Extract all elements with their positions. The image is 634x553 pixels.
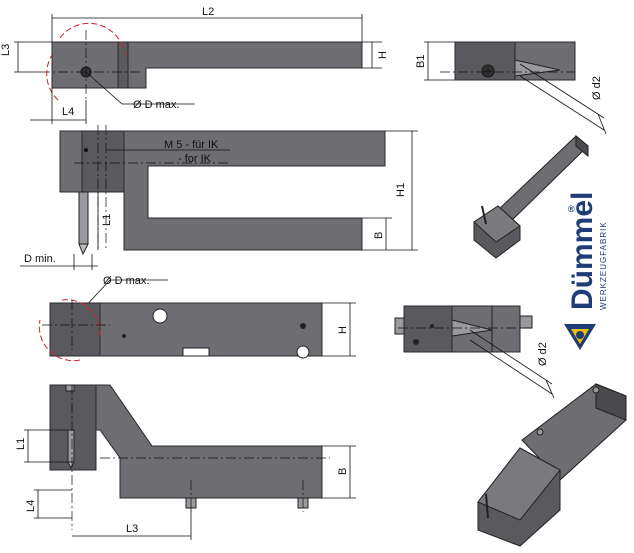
label-dmax-mid: Ø D max. xyxy=(103,275,149,287)
top-end-view: B1 Ø d2 xyxy=(415,41,607,135)
label-l2: L2 xyxy=(202,6,214,18)
lower-side-view: Ø D max. H xyxy=(38,275,356,362)
label-h1: H1 xyxy=(395,183,407,197)
label-d2-lower: Ø d2 xyxy=(537,342,549,366)
label-d2-top: Ø d2 xyxy=(591,76,603,100)
lower-end-view: Ø d2 xyxy=(394,305,555,399)
label-b-bot: B xyxy=(337,468,349,475)
iso-view-small xyxy=(473,134,589,259)
middle-front-view: M 5 - für IK - for IK H1 B L1 D min. xyxy=(20,125,418,270)
iso-view-large xyxy=(477,383,627,547)
bottom-front-view: L1 B L4 L3 xyxy=(15,384,356,540)
label-dmin: D min. xyxy=(24,253,56,265)
label-l3-bot: L3 xyxy=(126,523,138,535)
duemmel-logo: Dümmel ® WERKZEUGFABRIK xyxy=(564,192,608,350)
label-m5-ik: M 5 - für IK xyxy=(164,139,219,151)
brand-subtitle: WERKZEUGFABRIK xyxy=(599,221,608,310)
label-l4-top: L4 xyxy=(62,106,74,118)
label-l1-mid: L1 xyxy=(101,214,113,226)
label-for-ik: - for IK xyxy=(178,153,212,165)
label-l1-bot: L1 xyxy=(15,438,27,450)
top-side-view: L2 L3 H L4 Ø D max. xyxy=(0,6,389,124)
label-b-mid: B xyxy=(373,232,385,239)
label-l3-top: L3 xyxy=(0,44,12,56)
label-h-top: H xyxy=(377,51,389,59)
label-h-lower: H xyxy=(337,326,349,334)
label-l4-bot: L4 xyxy=(25,500,37,512)
brand-name: Dümmel xyxy=(566,192,599,310)
brand-registered: ® xyxy=(568,204,575,214)
label-b1: B1 xyxy=(415,55,427,68)
label-dmax-top: Ø D max. xyxy=(133,99,179,111)
